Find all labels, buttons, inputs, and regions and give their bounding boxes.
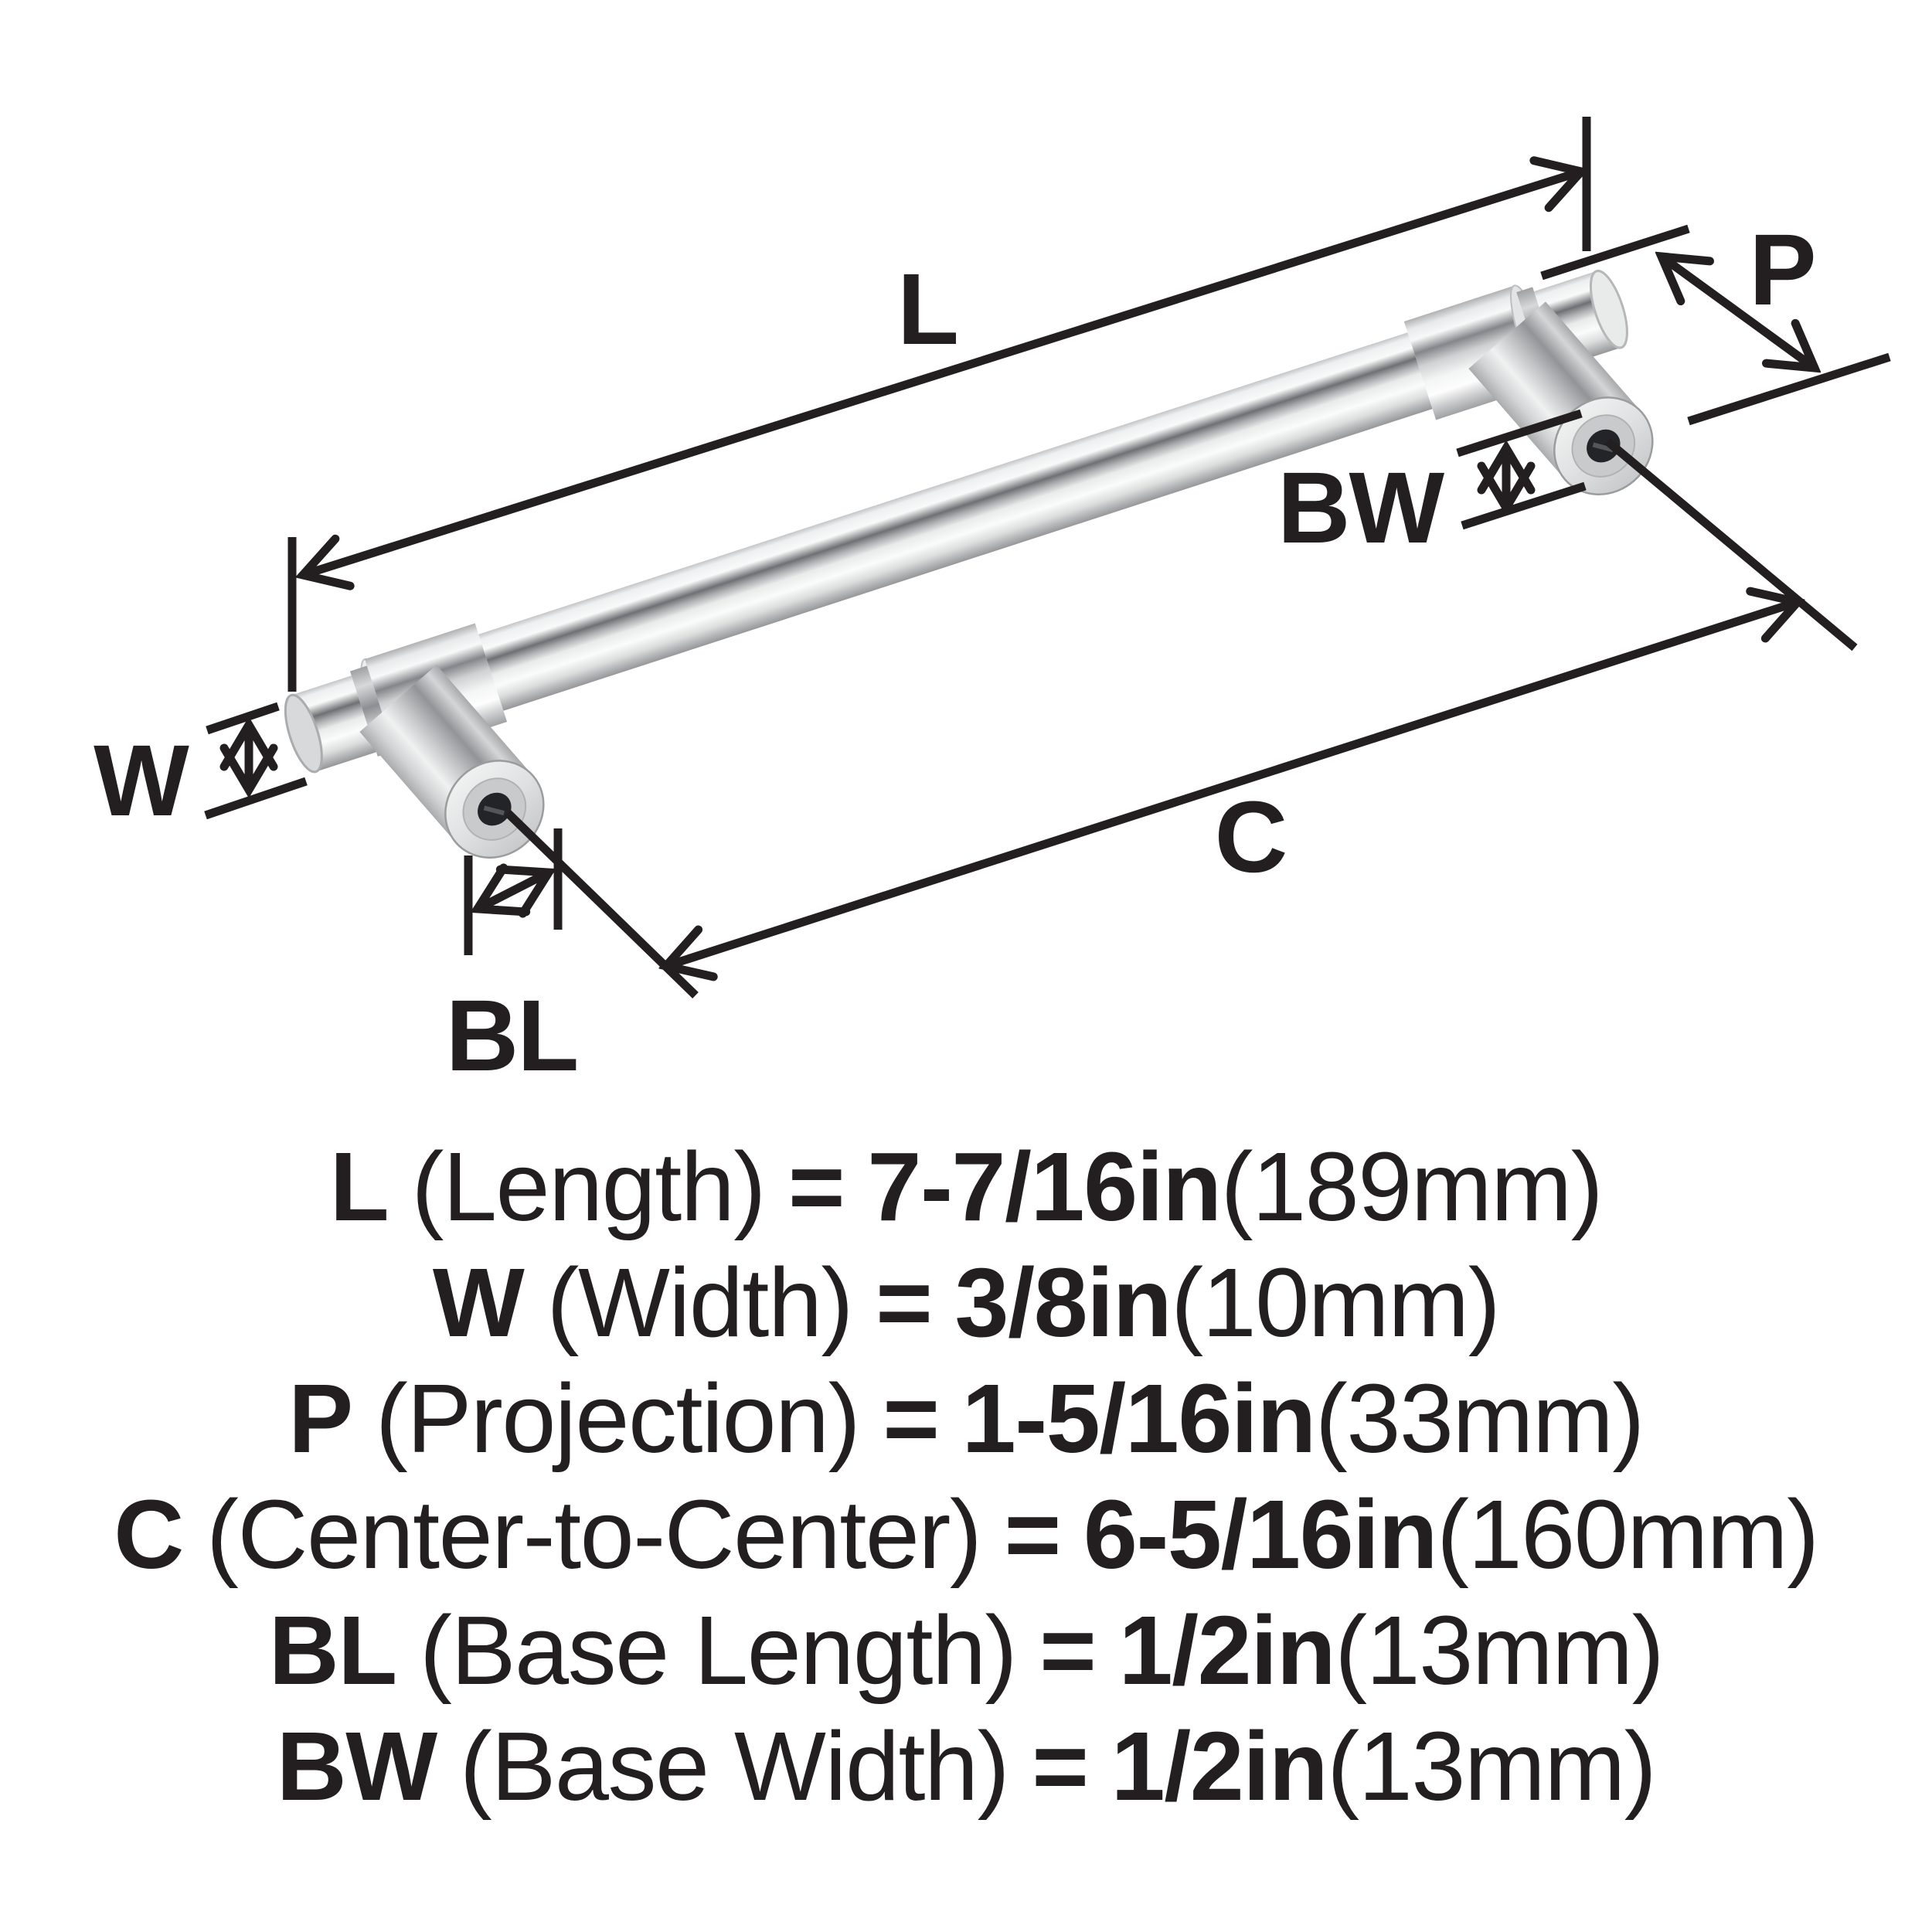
label-center-to-center: C: [1215, 780, 1287, 893]
legend-value-metric: (189mm): [1220, 1132, 1604, 1241]
l-dimension-line: [303, 172, 1581, 575]
legend-value-imperial: 3/8in: [954, 1248, 1172, 1357]
product-dimension-diagram: L W P BW C: [94, 117, 1891, 1092]
legend-value-imperial: 1-5/16in: [961, 1364, 1317, 1473]
dimension-base-width: [1456, 409, 1587, 530]
legend-equals: =: [883, 1364, 940, 1473]
w-extension-upper: [206, 702, 280, 735]
legend-value-imperial: 6-5/16in: [1083, 1480, 1438, 1589]
legend-equals: =: [788, 1132, 845, 1241]
legend-value-metric: (33mm): [1315, 1364, 1645, 1473]
dimension-center-to-center: [505, 437, 1858, 998]
label-length: L: [897, 252, 957, 366]
legend-row-base-length: BL(Base Length)=1/2in(13mm): [268, 1593, 1665, 1709]
legend-abbr: BL: [268, 1596, 397, 1705]
legend-value-imperial: 1/2in: [1111, 1712, 1328, 1821]
legend-abbr: L: [329, 1132, 389, 1241]
legend-row-base-width: BW(Base Width)=1/2in(13mm): [276, 1709, 1657, 1825]
legend-equals: =: [1039, 1596, 1097, 1705]
legend-equals: =: [1032, 1712, 1089, 1821]
w-extension-lower: [204, 777, 308, 820]
legend-description: (Center-to-Center): [206, 1480, 982, 1589]
legend-equals: =: [1004, 1480, 1062, 1589]
legend-description: (Width): [546, 1248, 853, 1357]
p-extension-upper: [1540, 224, 1690, 281]
legend-value-imperial: 7-7/16in: [867, 1132, 1222, 1241]
label-base-width: BW: [1277, 451, 1445, 564]
legend-description: (Length): [411, 1132, 767, 1241]
bw-extension-lower: [1461, 481, 1587, 530]
legend-row-center-to-center: C(Center-to-Center)=6-5/16in(160mm): [114, 1477, 1819, 1593]
legend-equals: =: [876, 1248, 933, 1357]
legend-value-imperial: 1/2in: [1118, 1596, 1336, 1705]
dimension-width: [204, 702, 308, 820]
bar-left-end-face: [284, 693, 323, 774]
legend-value-metric: (13mm): [1327, 1712, 1657, 1821]
left-mounting-post: [359, 665, 545, 859]
left-screw-slot: [483, 805, 505, 816]
legend-row-width: W(Width)=3/8in(10mm): [432, 1245, 1501, 1361]
legend-abbr: C: [114, 1480, 184, 1589]
legend-description: (Base Length): [420, 1596, 1018, 1705]
legend-value-metric: (10mm): [1171, 1248, 1501, 1357]
label-base-length: BL: [446, 978, 578, 1092]
legend-abbr: BW: [276, 1712, 437, 1821]
dimension-legend: L(Length)=7-7/16in(189mm) W(Width)=3/8in…: [0, 1129, 1932, 1825]
legend-value-metric: (13mm): [1335, 1596, 1665, 1705]
legend-description: (Base Width): [459, 1712, 1010, 1821]
legend-abbr: W: [432, 1248, 525, 1357]
label-projection: P: [1749, 213, 1815, 326]
dimension-length: [287, 117, 1591, 692]
legend-abbr: P: [288, 1364, 353, 1473]
dimension-projection: [1540, 224, 1891, 426]
bar-right-end-face: [1589, 269, 1628, 349]
c-dimension-line: [666, 602, 1798, 966]
legend-row-length: L(Length)=7-7/16in(189mm): [329, 1129, 1604, 1245]
p-arrow: [1662, 257, 1815, 368]
legend-value-metric: (160mm): [1437, 1480, 1819, 1589]
bl-arrow: [478, 872, 549, 909]
legend-description: (Projection): [375, 1364, 861, 1473]
label-width: W: [94, 723, 189, 837]
dimension-base-length: [464, 828, 563, 955]
p-extension-lower: [1687, 352, 1891, 426]
legend-row-projection: P(Projection)=1-5/16in(33mm): [288, 1361, 1645, 1477]
c-leader-right: [1604, 437, 1858, 651]
right-screw-slot: [1592, 442, 1614, 453]
